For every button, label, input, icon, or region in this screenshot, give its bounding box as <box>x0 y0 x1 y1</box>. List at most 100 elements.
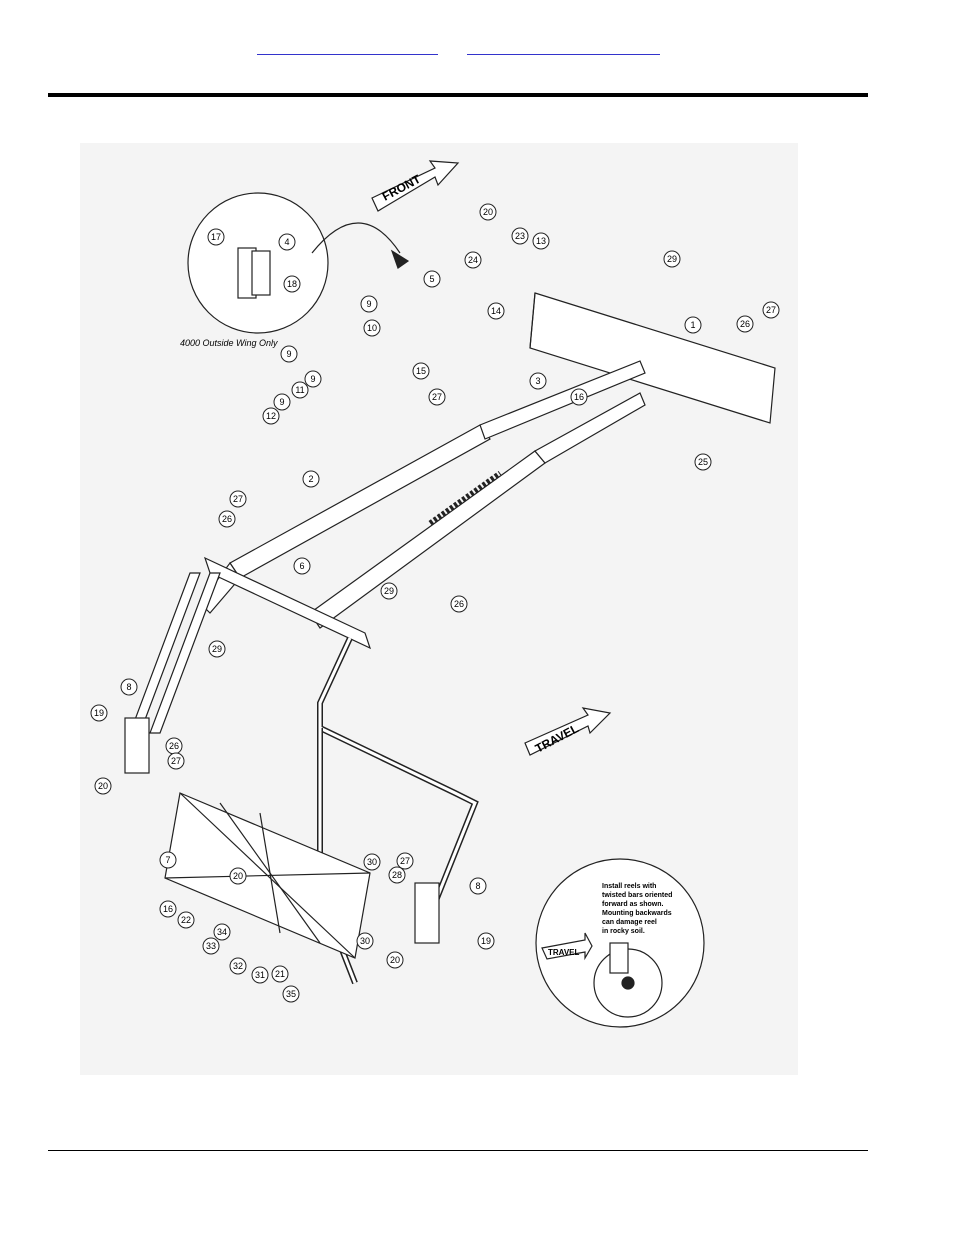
callout-circle <box>271 965 289 983</box>
callout-label: 20 <box>483 207 493 217</box>
callout-label: 4 <box>284 237 289 247</box>
callout-circle <box>293 557 311 575</box>
front-arrow-icon <box>371 160 460 212</box>
callout-label: 26 <box>740 319 750 329</box>
inset-caption: 4000 Outside Wing Only <box>180 338 278 348</box>
callout-circle <box>487 302 505 320</box>
callout-label: 23 <box>515 231 525 241</box>
callout-circle <box>208 640 226 658</box>
svg-text:Mounting backwards: Mounting backwards <box>602 910 672 917</box>
callout-circle <box>283 275 301 293</box>
callout-label: 16 <box>574 392 584 402</box>
callout-label: 13 <box>536 236 546 246</box>
callout-label: 5 <box>429 274 434 284</box>
callout-circle <box>450 595 468 613</box>
callout-circle <box>762 301 780 319</box>
callout-circle <box>278 233 296 251</box>
callout-circle <box>388 866 406 884</box>
arm-6 <box>309 450 546 629</box>
callout-label: 27 <box>432 392 442 402</box>
callout-label: 17 <box>211 232 221 242</box>
callout-label: 19 <box>94 708 104 718</box>
callout-label: 9 <box>310 374 315 384</box>
callout-circle <box>159 851 177 869</box>
callout-circle <box>213 923 231 941</box>
header-link-1[interactable] <box>257 44 438 55</box>
callout-label: 21 <box>275 969 285 979</box>
parts-diagram-svg: FRONT TRAVEL TRAVEL 4000 Outside Wing On… <box>90 160 780 1028</box>
callout-circle <box>663 250 681 268</box>
callout-label: 29 <box>212 644 222 654</box>
callout-circle <box>356 932 374 950</box>
callout-label: 9 <box>279 397 284 407</box>
callout-circle <box>479 203 497 221</box>
callout-label: 27 <box>766 305 776 315</box>
callout-label: 28 <box>392 870 402 880</box>
callout-circle <box>273 393 291 411</box>
callout-circle <box>159 900 177 918</box>
callout-label: 29 <box>667 254 677 264</box>
callout-label: 9 <box>286 349 291 359</box>
callout-label: 7 <box>165 855 170 865</box>
callout-circle <box>694 453 712 471</box>
callout-circle <box>229 957 247 975</box>
callout-circle <box>529 372 547 390</box>
footer-rule <box>48 1150 868 1151</box>
callout-circle <box>396 852 414 870</box>
callout-circle <box>302 470 320 488</box>
callout-label: 27 <box>171 756 181 766</box>
travel-arrow-label: TRAVEL <box>533 721 581 755</box>
svg-text:forward as shown.: forward as shown. <box>602 901 664 908</box>
callout-circle <box>428 388 446 406</box>
callout-circle <box>202 937 220 955</box>
callout-circle <box>120 678 138 696</box>
detail-travel-label: TRAVEL <box>548 948 580 957</box>
callout-circle <box>736 315 754 333</box>
callout-circle <box>218 510 236 528</box>
callout-label: 9 <box>366 299 371 309</box>
callout-label: 25 <box>698 457 708 467</box>
callout-label: 35 <box>286 989 296 999</box>
callout-group: 1234567889999101112131415161617181919202… <box>90 203 780 1003</box>
svg-text:twisted bars oriented: twisted bars oriented <box>602 892 672 899</box>
callout-circle <box>363 853 381 871</box>
callout-label: 27 <box>233 494 243 504</box>
callout-circle <box>386 951 404 969</box>
callout-label: 32 <box>233 961 243 971</box>
callout-label: 18 <box>287 279 297 289</box>
svg-text:Install reels with: Install reels with <box>602 883 656 890</box>
header-links <box>0 44 954 58</box>
callout-label: 12 <box>266 411 276 421</box>
callout-label: 8 <box>475 881 480 891</box>
callout-circle <box>684 316 702 334</box>
callout-label: 34 <box>217 927 227 937</box>
callout-label: 19 <box>481 936 491 946</box>
callout-circle <box>177 911 195 929</box>
callout-circle <box>90 704 108 722</box>
callout-circle <box>464 251 482 269</box>
header-link-2[interactable] <box>467 44 660 55</box>
callout-circle <box>229 867 247 885</box>
callout-label: 30 <box>367 857 377 867</box>
callout-circle <box>167 752 185 770</box>
callout-label: 33 <box>206 941 216 951</box>
callout-circle <box>423 270 441 288</box>
callout-circle <box>360 295 378 313</box>
callout-label: 14 <box>491 306 501 316</box>
callout-circle <box>532 232 550 250</box>
callout-circle <box>229 490 247 508</box>
callout-circle <box>94 777 112 795</box>
svg-text:in rocky soil.: in rocky soil. <box>602 928 645 935</box>
callout-label: 20 <box>390 955 400 965</box>
callout-circle <box>262 407 280 425</box>
callout-label: 29 <box>384 586 394 596</box>
callout-circle <box>282 985 300 1003</box>
callout-label: 10 <box>367 323 377 333</box>
callout-label: 11 <box>295 385 304 395</box>
callout-label: 26 <box>454 599 464 609</box>
callout-label: 8 <box>126 682 131 692</box>
callout-circle <box>570 388 588 406</box>
callout-circle <box>511 227 529 245</box>
callout-label: 20 <box>98 781 108 791</box>
callout-label: 26 <box>169 741 179 751</box>
